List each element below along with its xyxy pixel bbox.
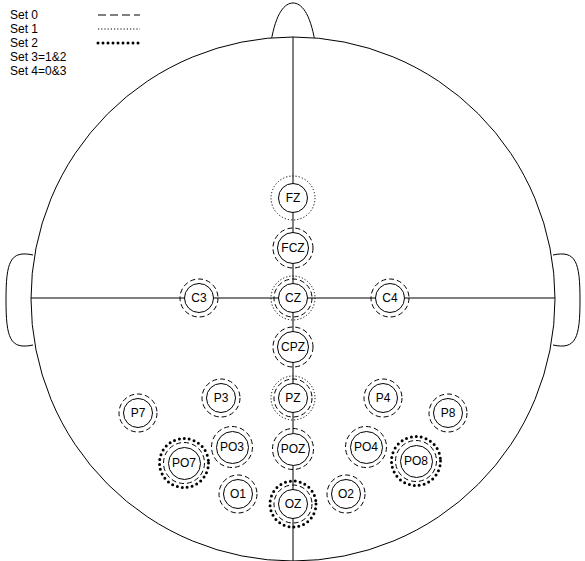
set-ring (429, 394, 467, 432)
set-ring (271, 376, 315, 420)
set-ring (364, 379, 402, 417)
electrode: P7 (123, 398, 153, 428)
set-ring (273, 228, 313, 268)
electrode: P4 (368, 383, 398, 413)
electrode-label: PO8 (404, 455, 428, 467)
electrode-label: O1 (230, 488, 246, 500)
electrode-label: P7 (131, 407, 146, 419)
electrode: PO3 (216, 431, 249, 464)
legend-text: Set 3=1&2 (10, 50, 66, 64)
electrode-label: O2 (338, 488, 354, 500)
electrode: CZ (278, 283, 308, 313)
set-ring (271, 276, 315, 320)
electrode: P8 (433, 398, 463, 428)
electrode-label: CPZ (281, 341, 305, 353)
set-ring (119, 394, 157, 432)
electrode-label: PO3 (220, 441, 244, 453)
electrode-label: POZ (281, 443, 306, 455)
electrode-label: P8 (441, 407, 456, 419)
head-circle (31, 37, 555, 561)
set-ring (274, 379, 312, 417)
electrode: PO4 (350, 431, 383, 464)
electrode: PZ (278, 383, 308, 413)
electrode: C3 (184, 283, 214, 313)
legend-text: Set 1 (10, 22, 38, 36)
electrode: POZ (277, 433, 310, 466)
electrode-label: CZ (285, 292, 301, 304)
set-ring (327, 475, 365, 513)
electrode-label: PZ (285, 392, 300, 404)
set-ring (392, 437, 441, 486)
electrode: C4 (375, 283, 405, 313)
set-ring (271, 176, 315, 220)
set-ring (346, 427, 387, 468)
electrode: PO7 (168, 447, 201, 480)
electrode-label: C4 (382, 292, 397, 304)
electrode-label: PO7 (172, 457, 196, 469)
set-ring (273, 429, 314, 470)
set-ring (212, 427, 253, 468)
electrode-label: OZ (285, 498, 302, 510)
set-ring (202, 379, 240, 417)
legend-text: Set 2 (10, 36, 38, 50)
electrode: FZ (278, 183, 308, 213)
electrode: O1 (223, 479, 253, 509)
electrode: CPZ (277, 331, 309, 363)
legend-samples (98, 15, 140, 43)
set-ring (274, 279, 312, 317)
electrode-label: P3 (214, 392, 229, 404)
set-ring (180, 279, 218, 317)
right-ear (553, 254, 580, 346)
electrode: PO8 (400, 445, 433, 478)
set-ring (219, 475, 257, 513)
set-rings (119, 176, 467, 527)
electrode: OZ (278, 489, 308, 519)
set-ring (396, 441, 437, 482)
electrode: FCZ (277, 232, 309, 264)
set-ring (270, 481, 316, 527)
legend-sample (98, 29, 140, 30)
nose (271, 3, 315, 42)
electrode: P3 (206, 383, 236, 413)
electrode-label: FZ (286, 192, 301, 204)
electrode-label: FCZ (281, 242, 304, 254)
electrode: O2 (331, 479, 361, 509)
set-ring (164, 443, 205, 484)
left-ear (6, 254, 33, 346)
legend-sample (98, 15, 140, 16)
legend-sample (98, 42, 140, 45)
legend-text: Set 4=0&3 (10, 64, 66, 78)
set-ring (371, 279, 409, 317)
set-ring (273, 327, 313, 367)
electrode-label: PO4 (354, 441, 378, 453)
legend-text: Set 0 (10, 8, 38, 22)
electrode-label: P4 (376, 392, 391, 404)
electrode-label: C3 (191, 292, 206, 304)
set-ring (160, 439, 209, 488)
set-ring (274, 485, 312, 523)
